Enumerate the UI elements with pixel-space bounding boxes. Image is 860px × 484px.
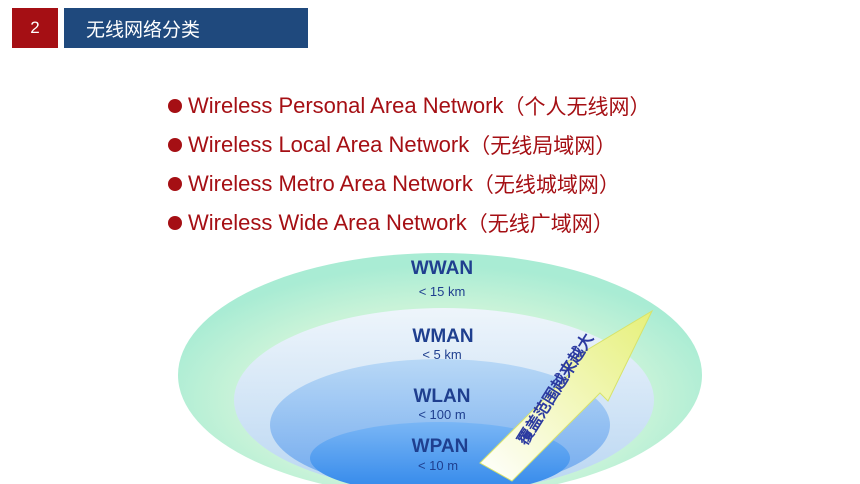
slide-number: 2 bbox=[12, 8, 58, 48]
wlan-range: < 100 m bbox=[418, 407, 465, 422]
slide-title-text: 无线网络分类 bbox=[86, 18, 201, 41]
list-item: Wireless Metro Area Network （无线城域网） bbox=[168, 164, 650, 203]
wlan-label: WLAN bbox=[414, 386, 471, 407]
coverage-arrow-icon bbox=[479, 309, 654, 482]
wwan-range: < 15 km bbox=[419, 284, 466, 299]
bullet-text-en: Wireless Local Area Network bbox=[188, 131, 470, 157]
bullet-text-zh: （无线局域网） bbox=[469, 133, 617, 158]
bullet-dot-icon bbox=[168, 98, 182, 113]
bullet-text-zh: （无线广域网） bbox=[466, 211, 614, 236]
wpan-range: < 10 m bbox=[418, 458, 458, 473]
bullet-text-zh: （无线城域网） bbox=[472, 172, 620, 197]
list-item: Wireless Wide Area Network （无线广域网） bbox=[168, 203, 650, 242]
bullet-dot-icon bbox=[168, 176, 182, 191]
wman-label: WMAN bbox=[412, 326, 473, 347]
network-type-list: Wireless Personal Area Network （个人无线网） W… bbox=[168, 86, 650, 242]
bullet-dot-icon bbox=[168, 137, 182, 152]
wman-range: < 5 km bbox=[422, 347, 461, 362]
list-item: Wireless Personal Area Network （个人无线网） bbox=[168, 86, 650, 125]
wwan-label: WWAN bbox=[411, 258, 473, 279]
bullet-text-zh: （个人无线网） bbox=[503, 94, 651, 119]
list-item: Wireless Local Area Network （无线局域网） bbox=[168, 125, 650, 164]
bullet-dot-icon bbox=[168, 215, 182, 230]
slide-title: 无线网络分类 bbox=[64, 8, 308, 48]
bullet-text-en: Wireless Metro Area Network bbox=[188, 170, 473, 196]
wpan-label: WPAN bbox=[412, 436, 469, 457]
bullet-text-en: Wireless Personal Area Network bbox=[188, 92, 504, 118]
bullet-text-en: Wireless Wide Area Network bbox=[188, 209, 467, 235]
